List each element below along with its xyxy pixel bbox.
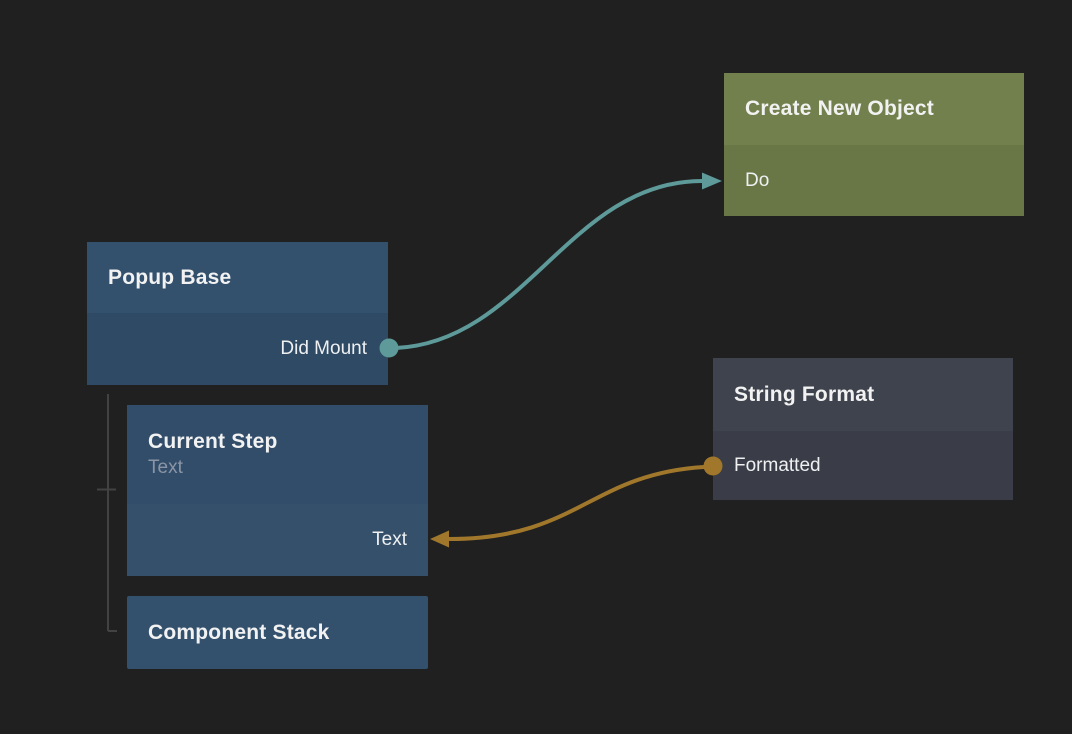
port-label: Formatted (734, 454, 821, 476)
node-component-stack[interactable]: Component Stack (127, 596, 428, 669)
node-header: Popup Base (87, 242, 388, 313)
port-formatted-output[interactable]: Formatted (734, 455, 992, 477)
port-label: Did Mount (280, 338, 367, 359)
node-header: Create New Object (724, 73, 1024, 145)
node-create-new-object[interactable]: Create New Object Do (724, 73, 1024, 216)
port-label: Text (372, 529, 407, 550)
connection-data-formatted-to-text[interactable] (448, 465, 705, 541)
node-header: Current Step Text (127, 405, 428, 504)
node-title: Current Step (148, 430, 278, 453)
port-did-mount-output[interactable]: Did Mount (108, 338, 367, 360)
port-text-input[interactable]: Text (148, 529, 407, 551)
node-popup-base[interactable]: Popup Base Did Mount (87, 242, 388, 385)
node-header: String Format (713, 358, 1013, 431)
node-title: String Format (734, 382, 875, 406)
arrowhead-do-input (702, 172, 722, 190)
port-label: Do (745, 169, 770, 191)
connection-signal-didmount-to-do[interactable] (395, 179, 703, 350)
node-title: Create New Object (745, 97, 934, 120)
node-current-step[interactable]: Current Step Text Text (127, 405, 428, 576)
node-string-format[interactable]: String Format Formatted (713, 358, 1013, 500)
arrowhead-text-input (430, 530, 449, 548)
node-body: Did Mount (87, 313, 388, 385)
node-title: Popup Base (108, 265, 232, 289)
port-do-input[interactable]: Do (745, 170, 1003, 192)
node-body: Do (724, 145, 1024, 216)
node-body: Formatted (713, 431, 1013, 500)
node-subtitle: Text (148, 457, 183, 478)
node-title: Component Stack (148, 620, 330, 644)
node-body: Text (127, 504, 428, 576)
